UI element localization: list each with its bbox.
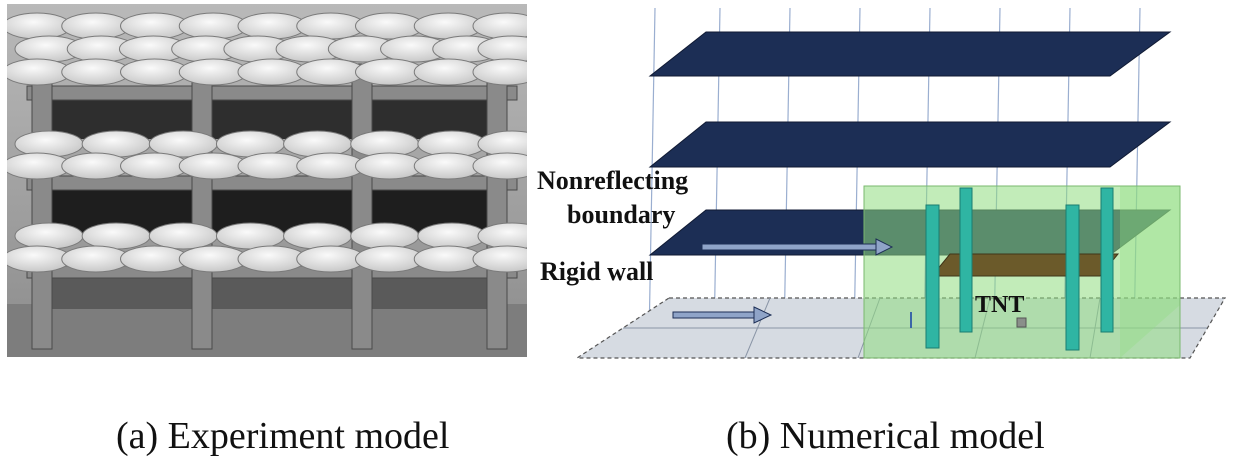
sandbag: [413, 58, 483, 86]
numerical-model-diagram: Nonreflecting boundary Rigid wall TNT: [537, 7, 1227, 359]
label-tnt: TNT: [975, 292, 1024, 318]
pointer-arrow: [701, 238, 894, 256]
pointer-arrow: [672, 306, 773, 324]
sandbag: [283, 222, 353, 250]
sandbag: [417, 222, 487, 250]
sandbag: [120, 152, 189, 180]
sandbag: [120, 12, 189, 40]
sandbag: [81, 222, 151, 250]
rc-columns: [925, 187, 1114, 351]
sandbag: [283, 130, 353, 158]
mesh-grid-line: [648, 7, 656, 341]
sandbag: [120, 58, 189, 86]
sandbag: [472, 58, 527, 86]
sandbag: [472, 152, 527, 180]
sandbags: [7, 12, 527, 273]
sandbag: [14, 130, 84, 158]
sandbag: [178, 152, 248, 180]
sandbag: [61, 58, 131, 86]
middle-floor-plate: [648, 121, 1172, 168]
sandbag: [413, 245, 483, 273]
sandbag: [237, 12, 307, 40]
sandbag: [61, 245, 131, 273]
sandbag: [178, 58, 248, 86]
sandbag: [413, 12, 483, 40]
sandbag: [237, 152, 307, 180]
top-floor-plate: [648, 31, 1172, 77]
caption-experiment-model: (a) Experiment model: [116, 415, 450, 457]
sandbag: [296, 245, 366, 273]
sandbag: [237, 245, 307, 273]
sandbag: [148, 222, 218, 250]
caption-numerical-model: (b) Numerical model: [726, 415, 1045, 457]
sandbag: [237, 58, 307, 86]
sandbag: [296, 58, 366, 86]
sandbag: [296, 12, 366, 40]
label-nonreflecting: Nonreflecting: [537, 166, 688, 195]
sandbag: [61, 152, 131, 180]
sandbag: [14, 222, 84, 250]
sandbag: [355, 12, 424, 40]
sandbag: [355, 152, 424, 180]
sandbag: [472, 245, 527, 273]
sandbag: [355, 58, 424, 86]
tnt-charge: [1016, 317, 1027, 328]
sandbag: [215, 222, 285, 250]
sandbag: [296, 152, 366, 180]
sandbag: [120, 245, 189, 273]
sandbag: [178, 12, 248, 40]
photo-ground: [7, 304, 527, 357]
label-boundary: boundary: [567, 200, 675, 229]
sandbag: [413, 152, 483, 180]
sandbag: [355, 245, 424, 273]
sandbag: [61, 12, 131, 40]
sandbag: [350, 222, 420, 250]
sandbag: [178, 245, 248, 273]
label-rigid-wall: Rigid wall: [540, 257, 653, 286]
experiment-photo: [7, 4, 527, 357]
shelf-shadow: [37, 274, 507, 309]
